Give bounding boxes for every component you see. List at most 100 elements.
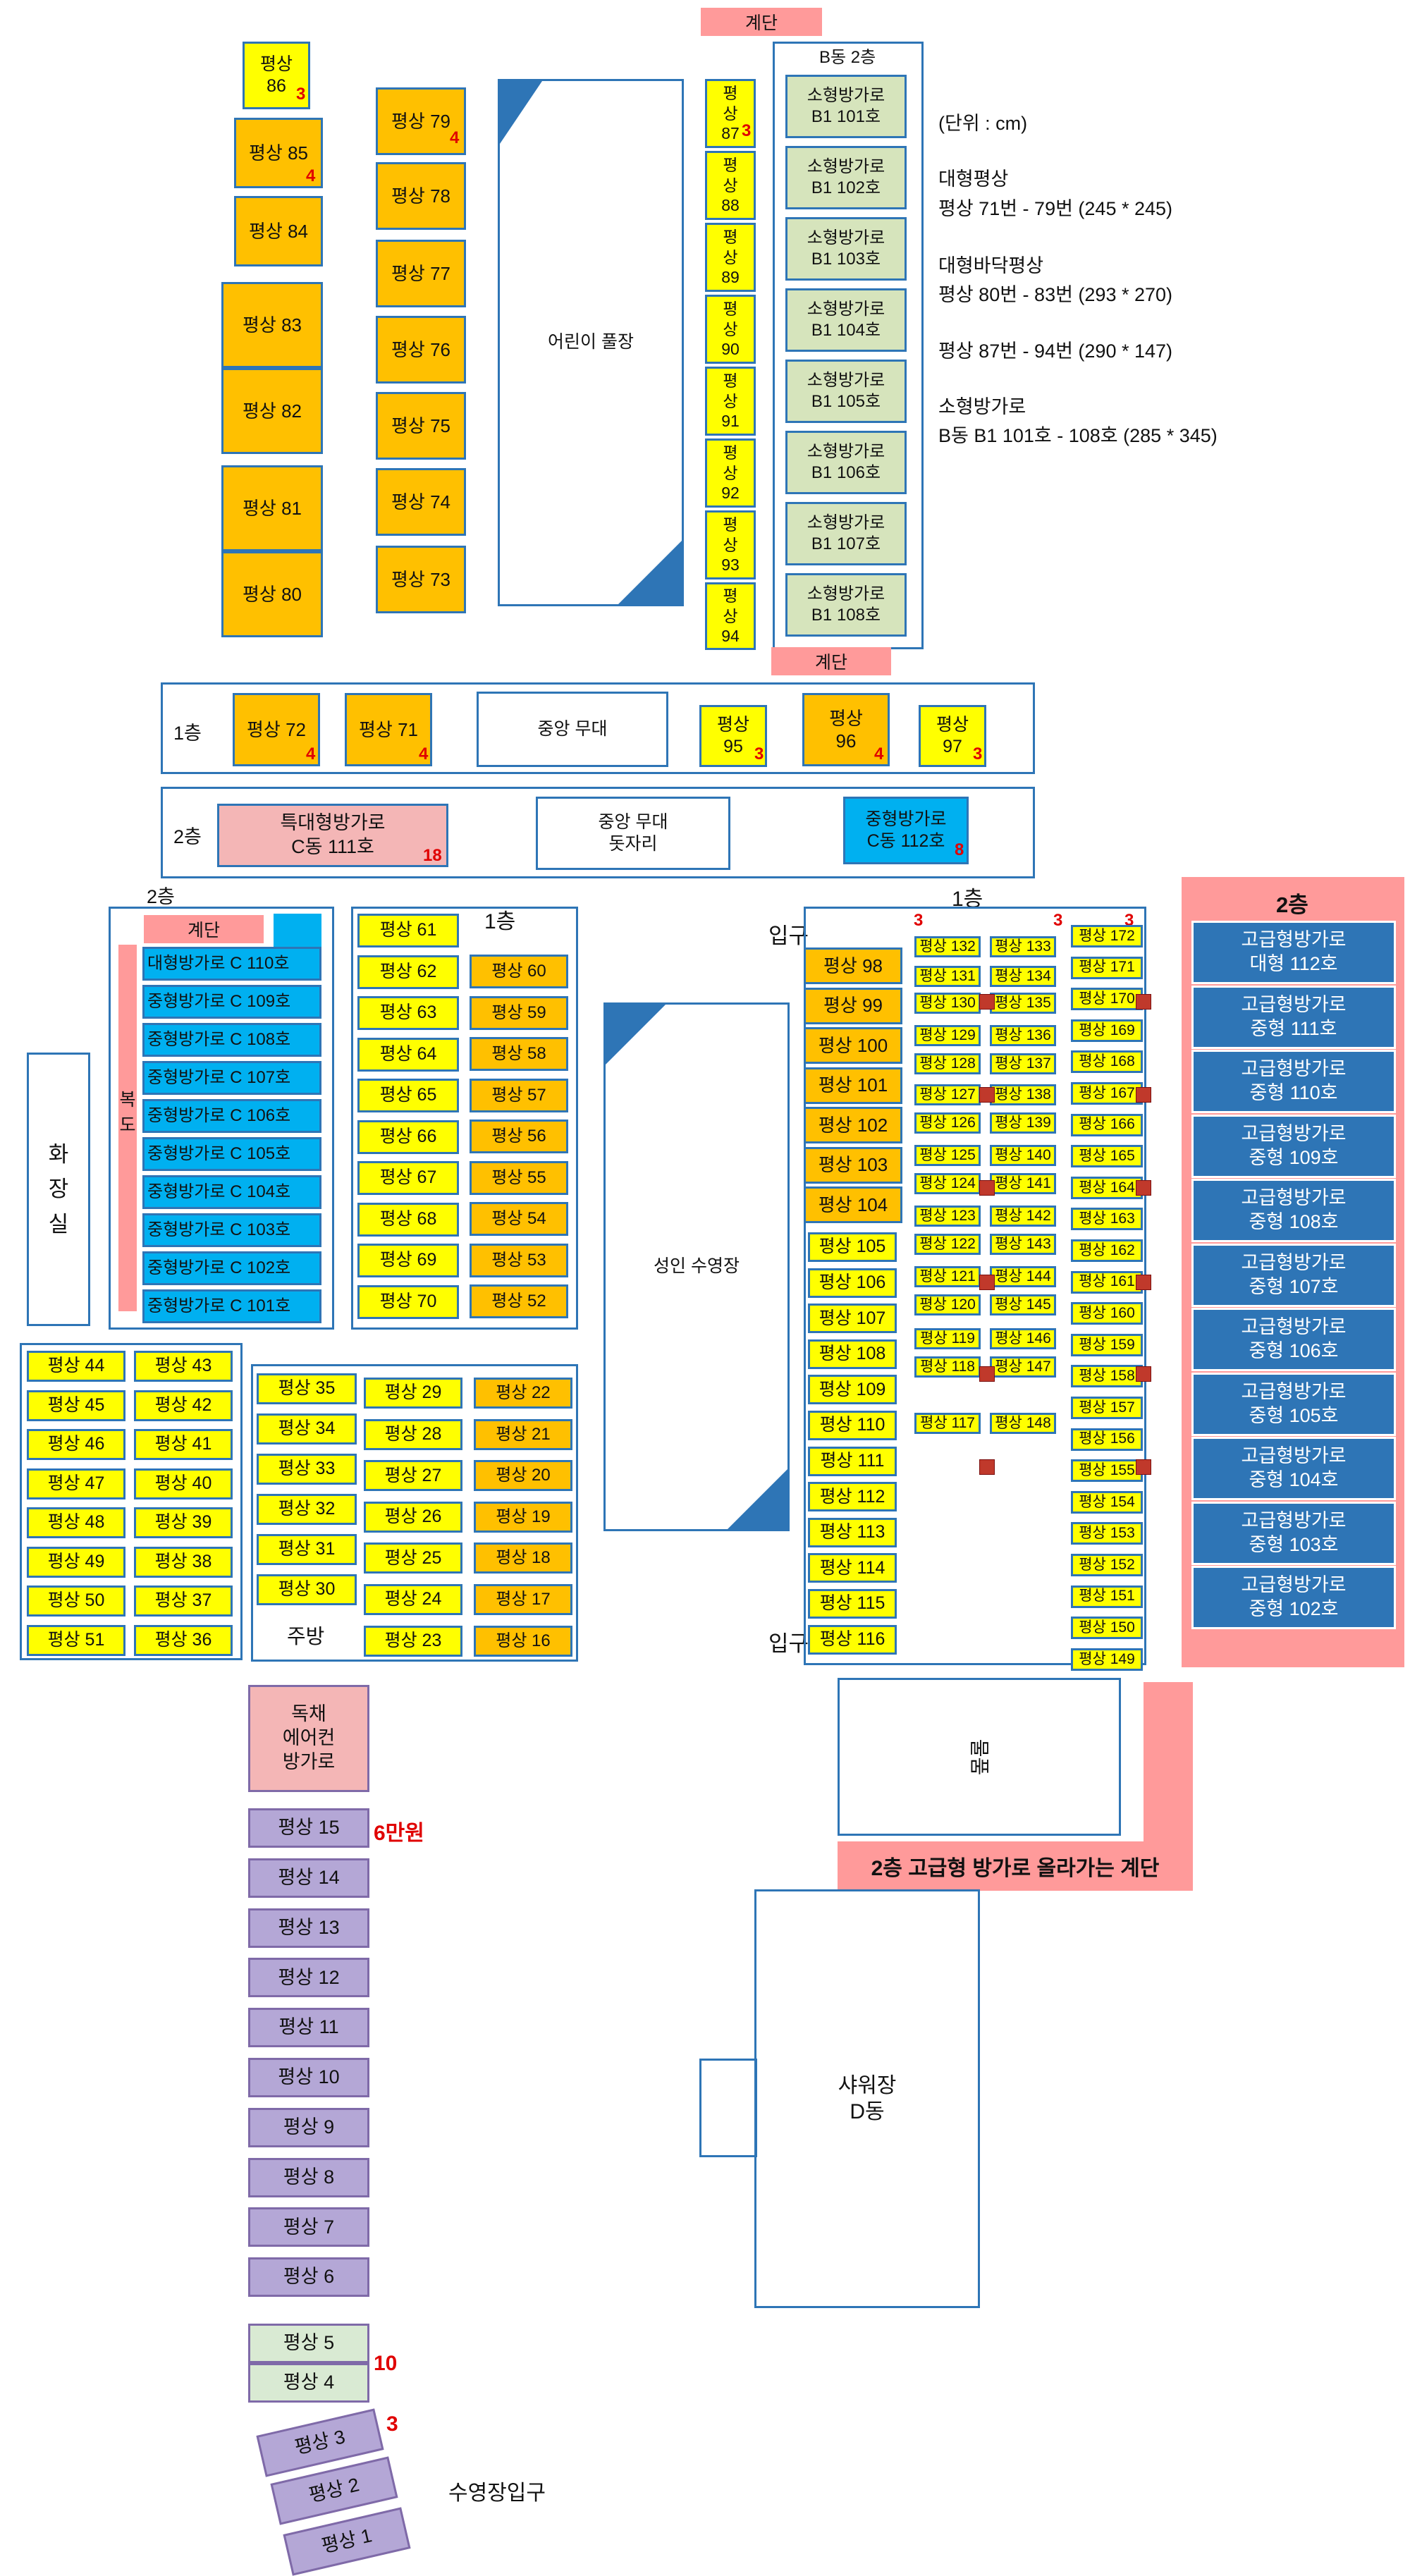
premium-bungalow-106[interactable]: 고급형방가로 중형 106호 bbox=[1191, 1308, 1396, 1371]
platform-67[interactable]: 평상 67 bbox=[357, 1161, 459, 1195]
platform-164[interactable]: 평상 164 bbox=[1071, 1176, 1143, 1199]
platform-125[interactable]: 평상 125 bbox=[914, 1145, 981, 1166]
platform-33[interactable]: 평상 33 bbox=[257, 1454, 357, 1485]
platform-71[interactable]: 평상 71 bbox=[345, 693, 432, 766]
platform-41[interactable]: 평상 41 bbox=[134, 1429, 233, 1460]
platform-131[interactable]: 평상 131 bbox=[914, 966, 981, 987]
platform-44[interactable]: 평상 44 bbox=[27, 1351, 125, 1382]
platform-29[interactable]: 평상 29 bbox=[364, 1378, 462, 1409]
premium-bungalow-103[interactable]: 고급형방가로 중형 103호 bbox=[1191, 1501, 1396, 1565]
platform-62[interactable]: 평상 62 bbox=[357, 955, 459, 989]
platform-60[interactable]: 평상 60 bbox=[470, 955, 568, 988]
platform-74[interactable]: 평상 74 bbox=[376, 468, 466, 536]
platform-114[interactable]: 평상 114 bbox=[808, 1553, 897, 1583]
platform-134[interactable]: 평상 134 bbox=[990, 966, 1056, 987]
platform-19[interactable]: 평상 19 bbox=[474, 1501, 572, 1533]
premium-bungalow-111[interactable]: 고급형방가로 중형 111호 bbox=[1191, 985, 1396, 1049]
platform-106[interactable]: 평상 106 bbox=[808, 1268, 897, 1298]
c-bungalow-109[interactable]: 중형방가로 C 109호 bbox=[142, 985, 321, 1019]
annex-bungalow[interactable]: 독채 에어컨 방가로 bbox=[248, 1685, 369, 1792]
platform-116[interactable]: 평상 116 bbox=[808, 1624, 897, 1655]
platform-146[interactable]: 평상 146 bbox=[990, 1328, 1056, 1349]
platform-68[interactable]: 평상 68 bbox=[357, 1202, 459, 1237]
platform-138[interactable]: 평상 138 bbox=[990, 1084, 1056, 1105]
platform-154[interactable]: 평상 154 bbox=[1071, 1490, 1143, 1514]
premium-bungalow-112[interactable]: 고급형방가로 대형 112호 bbox=[1191, 921, 1396, 984]
platform-107[interactable]: 평상 107 bbox=[808, 1304, 897, 1334]
c-bungalow-103[interactable]: 중형방가로 C 103호 bbox=[142, 1213, 321, 1247]
platform-152[interactable]: 평상 152 bbox=[1071, 1554, 1143, 1576]
platform-120[interactable]: 평상 120 bbox=[914, 1294, 981, 1315]
platform-78[interactable]: 평상 78 bbox=[376, 162, 466, 230]
platform-48[interactable]: 평상 48 bbox=[27, 1507, 125, 1538]
platform-128[interactable]: 평상 128 bbox=[914, 1053, 981, 1074]
platform-40[interactable]: 평상 40 bbox=[134, 1468, 233, 1499]
platform-66[interactable]: 평상 66 bbox=[357, 1120, 459, 1154]
platform-172[interactable]: 평상 172 bbox=[1071, 925, 1143, 947]
platform-31[interactable]: 평상 31 bbox=[257, 1534, 357, 1565]
platform-38[interactable]: 평상 38 bbox=[134, 1546, 233, 1578]
platform-157[interactable]: 평상 157 bbox=[1071, 1397, 1143, 1419]
c-bungalow-101[interactable]: 중형방가로 C 101호 bbox=[142, 1289, 321, 1323]
platform-18[interactable]: 평상 18 bbox=[474, 1542, 572, 1574]
platform-6[interactable]: 평상 6 bbox=[248, 2257, 369, 2298]
platform-16[interactable]: 평상 16 bbox=[474, 1625, 572, 1657]
platform-122[interactable]: 평상 122 bbox=[914, 1234, 981, 1255]
platform-111[interactable]: 평상 111 bbox=[808, 1446, 897, 1476]
premium-bungalow-108[interactable]: 고급형방가로 중형 108호 bbox=[1191, 1179, 1396, 1242]
platform-39[interactable]: 평상 39 bbox=[134, 1507, 233, 1538]
platform-4[interactable]: 평상 4 bbox=[248, 2363, 369, 2403]
bungalow-c111[interactable]: 특대형방가로 C동 111호 bbox=[217, 804, 448, 867]
platform-115[interactable]: 평상 115 bbox=[808, 1589, 897, 1619]
platform-37[interactable]: 평상 37 bbox=[134, 1586, 233, 1617]
platform-118[interactable]: 평상 118 bbox=[914, 1356, 981, 1378]
platform-15[interactable]: 평상 15 bbox=[248, 1808, 369, 1848]
platform-100[interactable]: 평상 100 bbox=[804, 1027, 902, 1064]
platform-54[interactable]: 평상 54 bbox=[470, 1202, 568, 1236]
platform-98[interactable]: 평상 98 bbox=[804, 947, 902, 984]
platform-14[interactable]: 평상 14 bbox=[248, 1858, 369, 1898]
platform-25[interactable]: 평상 25 bbox=[364, 1542, 462, 1574]
platform-94[interactable]: 평 상 94 bbox=[705, 582, 756, 650]
platform-30[interactable]: 평상 30 bbox=[257, 1574, 357, 1605]
platform-83[interactable]: 평상 83 bbox=[221, 282, 323, 368]
platform-80[interactable]: 평상 80 bbox=[221, 551, 323, 637]
platform-75[interactable]: 평상 75 bbox=[376, 392, 466, 460]
platform-46[interactable]: 평상 46 bbox=[27, 1429, 125, 1460]
platform-11[interactable]: 평상 11 bbox=[248, 2008, 369, 2048]
bungalow-c112[interactable]: 중형방가로 C동 112호 bbox=[843, 797, 969, 864]
platform-7[interactable]: 평상 7 bbox=[248, 2207, 369, 2247]
platform-156[interactable]: 평상 156 bbox=[1071, 1428, 1143, 1451]
platform-151[interactable]: 평상 151 bbox=[1071, 1585, 1143, 1608]
platform-101[interactable]: 평상 101 bbox=[804, 1067, 902, 1104]
platform-130[interactable]: 평상 130 bbox=[914, 993, 981, 1014]
platform-92[interactable]: 평 상 92 bbox=[705, 438, 756, 508]
platform-51[interactable]: 평상 51 bbox=[27, 1624, 125, 1656]
platform-9[interactable]: 평상 9 bbox=[248, 2107, 369, 2147]
platform-50[interactable]: 평상 50 bbox=[27, 1586, 125, 1617]
platform-110[interactable]: 평상 110 bbox=[808, 1411, 897, 1440]
platform-161[interactable]: 평상 161 bbox=[1071, 1270, 1143, 1294]
platform-93[interactable]: 평 상 93 bbox=[705, 510, 756, 579]
platform-104[interactable]: 평상 104 bbox=[804, 1186, 902, 1223]
platform-102[interactable]: 평상 102 bbox=[804, 1107, 902, 1143]
premium-bungalow-107[interactable]: 고급형방가로 중형 107호 bbox=[1191, 1243, 1396, 1307]
platform-35[interactable]: 평상 35 bbox=[257, 1373, 357, 1404]
platform-17[interactable]: 평상 17 bbox=[474, 1584, 572, 1615]
platform-109[interactable]: 평상 109 bbox=[808, 1375, 897, 1405]
platform-165[interactable]: 평상 165 bbox=[1071, 1145, 1143, 1168]
platform-105[interactable]: 평상 105 bbox=[808, 1232, 897, 1262]
premium-bungalow-110[interactable]: 고급형방가로 중형 110호 bbox=[1191, 1050, 1396, 1113]
platform-90[interactable]: 평 상 90 bbox=[705, 295, 756, 364]
platform-129[interactable]: 평상 129 bbox=[914, 1025, 981, 1046]
platform-36[interactable]: 평상 36 bbox=[134, 1624, 233, 1656]
platform-63[interactable]: 평상 63 bbox=[357, 996, 459, 1030]
platform-168[interactable]: 평상 168 bbox=[1071, 1050, 1143, 1074]
platform-47[interactable]: 평상 47 bbox=[27, 1468, 125, 1499]
premium-bungalow-105[interactable]: 고급형방가로 중형 105호 bbox=[1191, 1372, 1396, 1436]
platform-99[interactable]: 평상 99 bbox=[804, 987, 902, 1024]
c-bungalow-106[interactable]: 중형방가로 C 106호 bbox=[142, 1099, 321, 1133]
small-bungalow-b1-103[interactable]: 소형방가로 B1 103호 bbox=[785, 217, 907, 281]
premium-bungalow-109[interactable]: 고급형방가로 중형 109호 bbox=[1191, 1114, 1396, 1178]
platform-136[interactable]: 평상 136 bbox=[990, 1025, 1056, 1046]
